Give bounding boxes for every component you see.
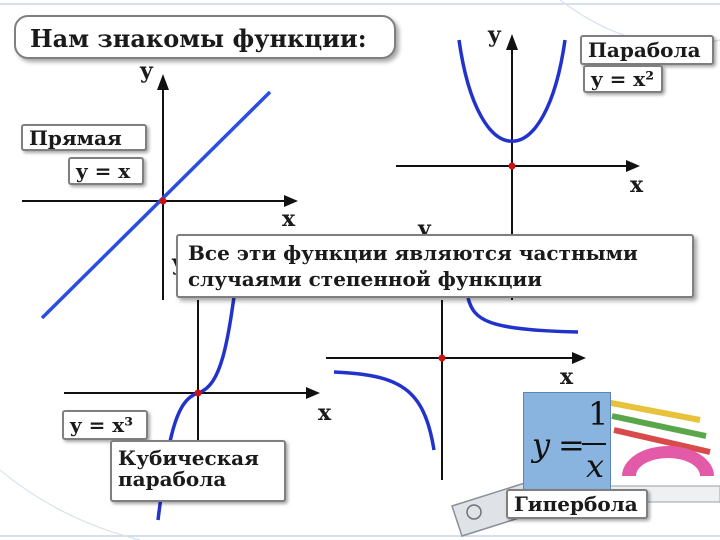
cubic-x-axis: [64, 387, 320, 399]
formula-fraction-bar: [582, 443, 606, 445]
hyperbola-branch-right: [466, 297, 579, 334]
linear-curve: [40, 90, 272, 320]
cubic-x-axis-label: x: [318, 400, 332, 426]
note-line-1: Все эти функции являются частными: [188, 241, 638, 265]
hyperbola-origin-point: [438, 354, 446, 362]
pink-protractor-drawing: [622, 446, 714, 476]
hyperbola-branch-left: [333, 370, 436, 451]
parabola-x-axis-label: x: [630, 172, 644, 198]
cubic-name-label: Кубическая парабола: [110, 440, 286, 502]
formula-denominator: x: [586, 447, 605, 485]
parabola-formula-label: y = x²: [583, 65, 663, 93]
parabola-vertex-point: [508, 162, 516, 170]
note-line-2: случаями степенной функции: [188, 267, 543, 291]
cubic-formula-label: y = x³: [62, 410, 148, 440]
cubic-origin-point: [194, 389, 202, 397]
hyperbola-name-label: Гипербола: [506, 489, 648, 519]
formula-numerator: 1: [588, 395, 609, 433]
parabola-y-axis-label: y: [488, 22, 501, 48]
hyperbola-formula-box: y = 1 x: [523, 392, 611, 492]
slide-title: Нам знакомы функции:: [14, 15, 396, 59]
linear-formula-label: y = x: [68, 157, 144, 185]
parabola-name-label: Парабола: [580, 35, 714, 65]
pencils-drawing: [605, 399, 711, 455]
linear-name-label: Прямая: [21, 124, 147, 151]
note-box: Все эти функции являются частными случая…: [176, 234, 694, 298]
cubic-name-line2: парабола: [118, 467, 227, 491]
linear-y-axis-label: y: [140, 58, 153, 84]
linear-x-axis: [22, 195, 298, 207]
hyperbola-x-axis: [326, 352, 586, 364]
cubic-name-line1: Кубическая: [118, 446, 259, 470]
linear-origin-point: [159, 197, 167, 205]
hyperbola-x-axis-label: x: [560, 364, 574, 390]
parabola-curve: [457, 39, 567, 143]
formula-equals: =: [558, 426, 585, 464]
formula-y: y: [532, 426, 551, 464]
linear-x-axis-label: x: [282, 206, 296, 232]
linear-y-axis: [157, 74, 169, 300]
